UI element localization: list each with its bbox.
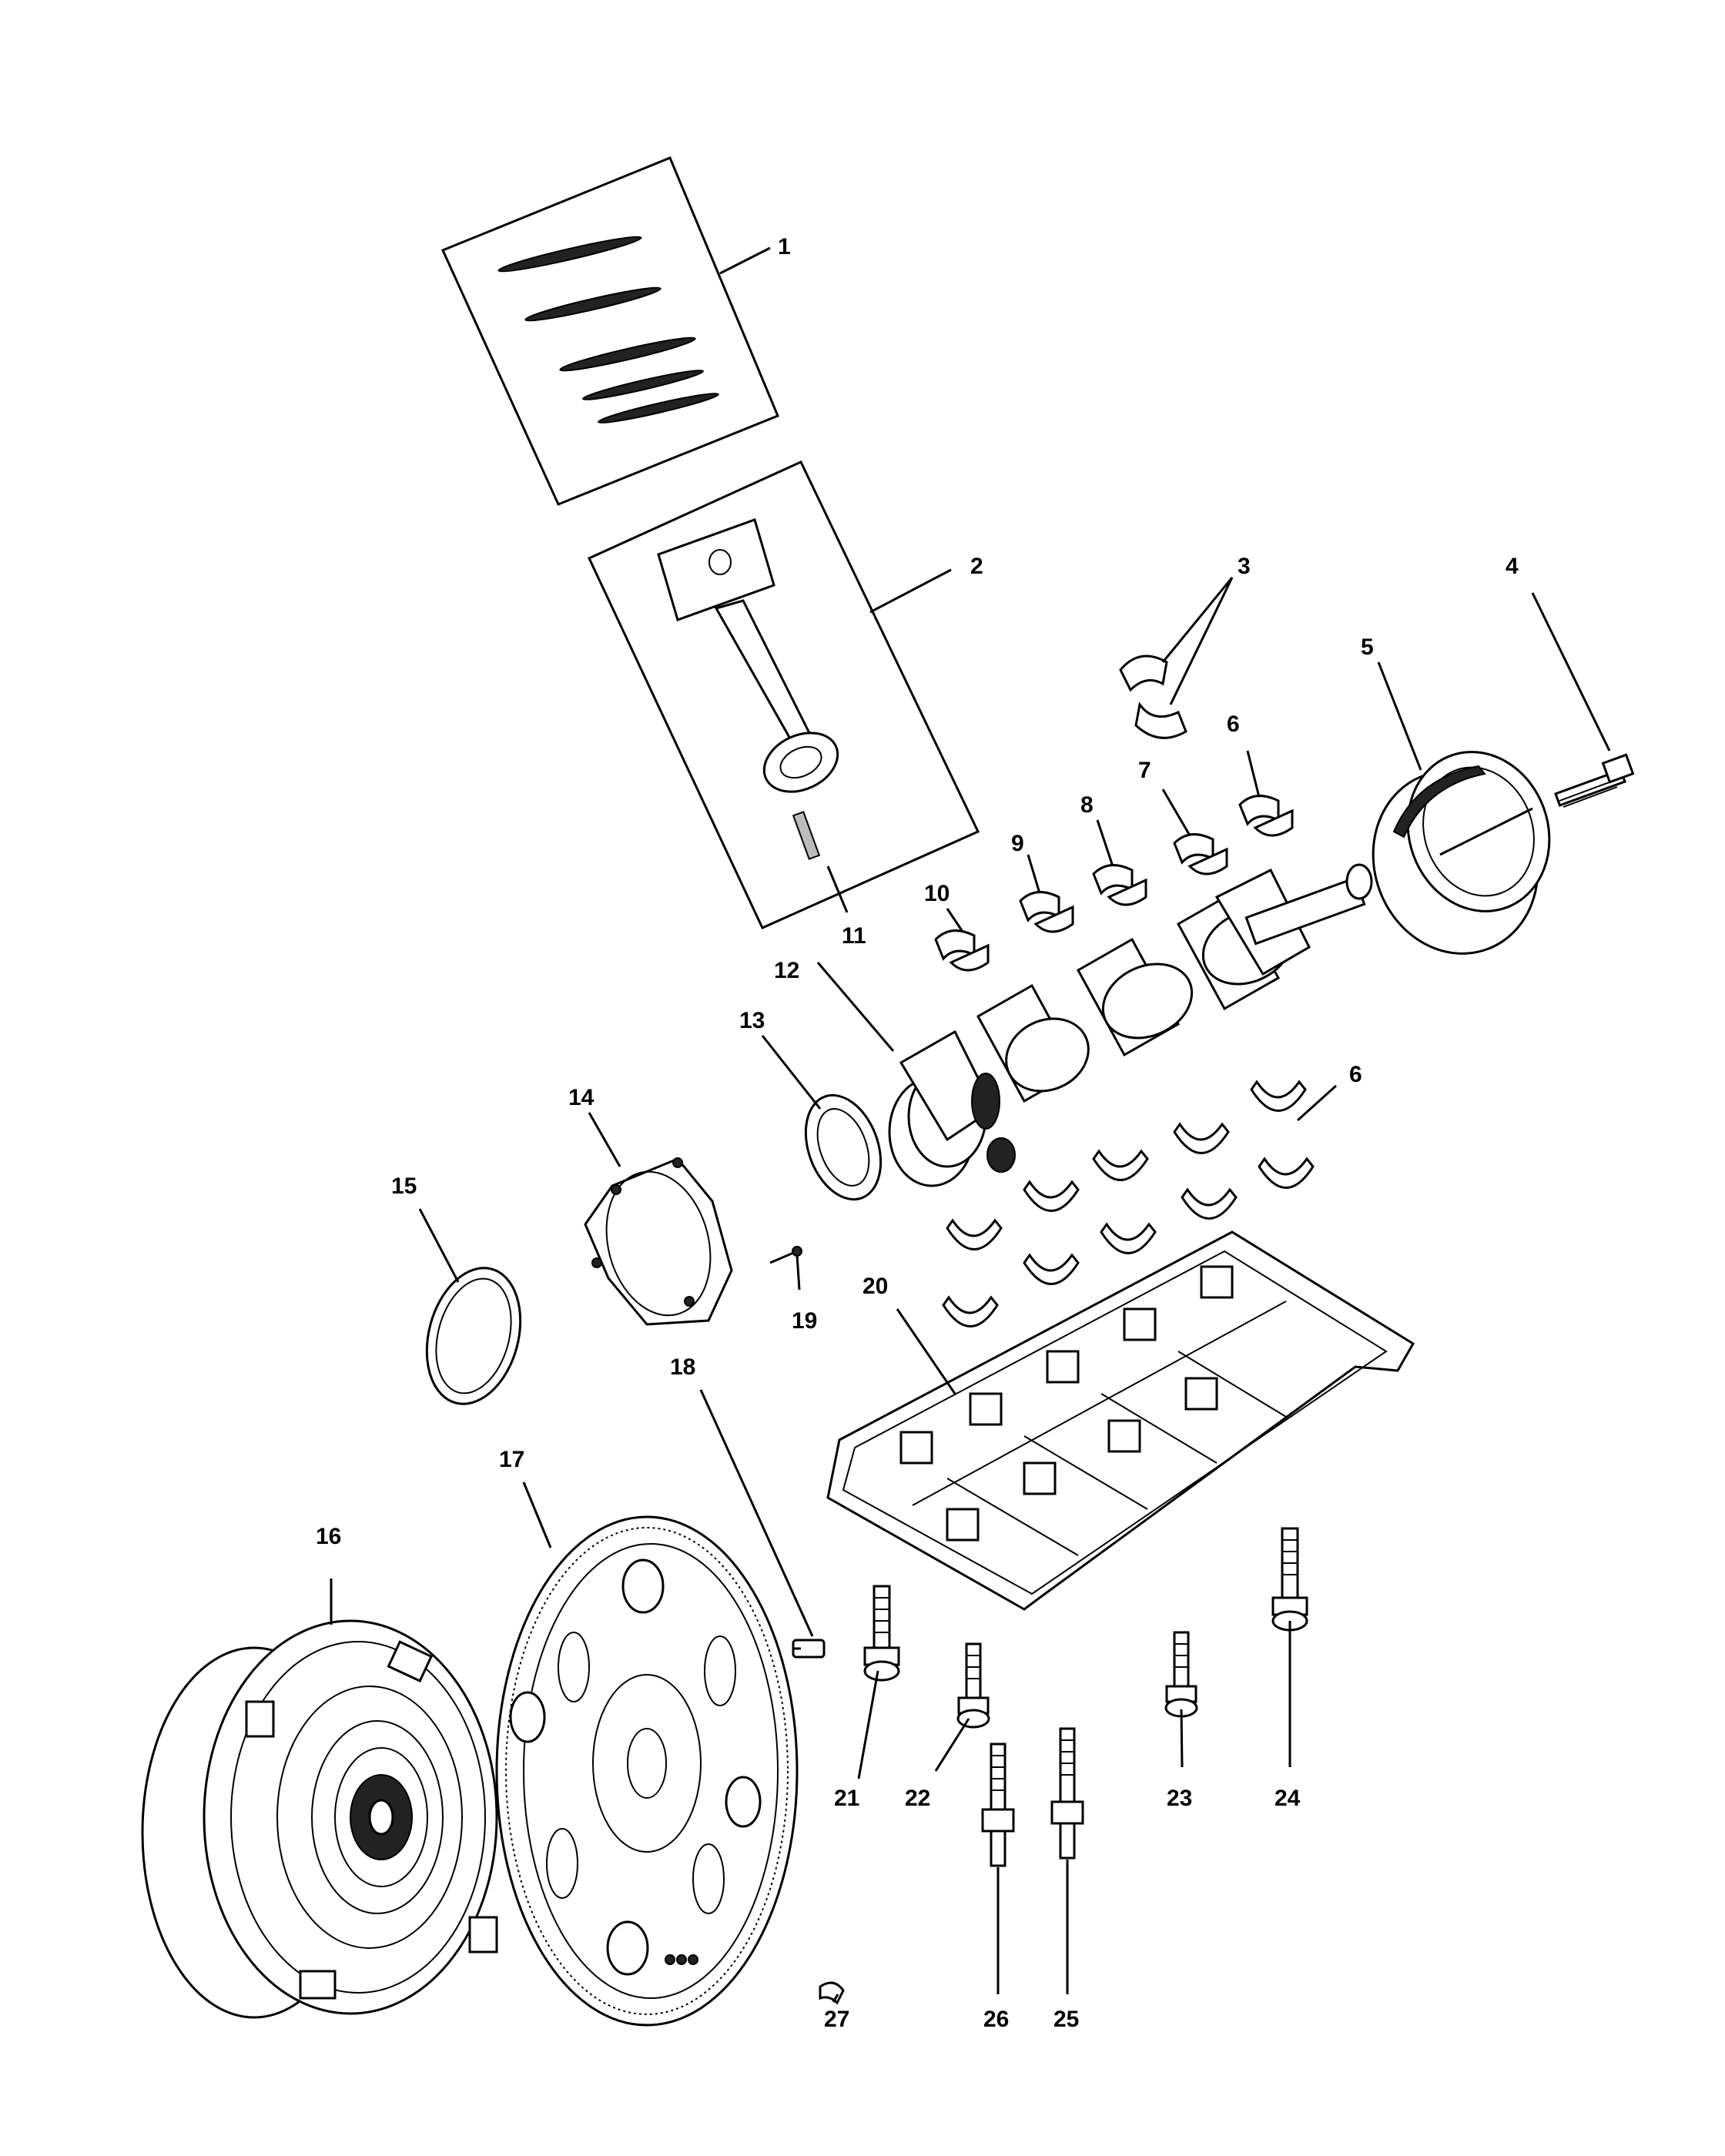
bolt-25	[1050, 1727, 1084, 1860]
screw-19	[769, 1246, 802, 1264]
callout-2: 2	[970, 554, 983, 579]
callout-24: 24	[1274, 1786, 1301, 1811]
callout-26: 26	[983, 2007, 1009, 2032]
leader-lines	[330, 246, 1611, 2003]
callout-5: 5	[1361, 634, 1374, 660]
flex-plate	[495, 1515, 799, 2027]
callout-8: 8	[1080, 792, 1094, 818]
bolt-22	[956, 1642, 990, 1729]
torque-converter	[141, 1619, 498, 2019]
bolt-24	[1271, 1527, 1308, 1632]
callout-10: 10	[924, 881, 950, 906]
crankshaft	[888, 863, 1373, 1187]
piston-connecting-rod	[587, 460, 980, 929]
callout-22: 22	[905, 1786, 930, 1811]
bolt-21	[863, 1585, 900, 1682]
callout-21: 21	[834, 1786, 859, 1811]
callout-7: 7	[1138, 758, 1151, 783]
damper-bolt	[1554, 753, 1635, 808]
callout-11: 11	[842, 923, 866, 949]
callout-6-upper: 6	[1227, 711, 1240, 737]
bedplate	[826, 1230, 1415, 1611]
callout-27: 27	[824, 2007, 849, 2032]
callout-13: 13	[739, 1008, 765, 1033]
callout-4: 4	[1506, 554, 1519, 579]
thrust-bearing	[1119, 654, 1187, 739]
callout-labels: 1 2 3 4 5 6 6 7 8 9 10 11 12 13 14 15 16…	[316, 234, 1519, 2032]
callout-18: 18	[670, 1354, 695, 1380]
bolt-18	[792, 1639, 826, 1659]
callout-3: 3	[1238, 554, 1251, 579]
callout-15: 15	[391, 1173, 417, 1199]
lower-bearing-shells	[942, 1080, 1315, 1327]
clip-27	[819, 1981, 845, 2005]
upper-bearing-shells	[934, 795, 1294, 972]
bolt-23	[1164, 1631, 1198, 1718]
callout-16: 16	[316, 1524, 341, 1549]
vibration-damper	[1372, 751, 1551, 955]
rear-main-seal	[425, 1267, 522, 1405]
callout-14: 14	[568, 1085, 595, 1110]
callout-9: 9	[1011, 831, 1024, 856]
bolt-26	[981, 1743, 1015, 1867]
piston-ring-set	[440, 156, 779, 506]
callout-1: 1	[778, 234, 791, 259]
callout-23: 23	[1167, 1786, 1192, 1811]
callout-25: 25	[1053, 2007, 1079, 2032]
callout-20: 20	[862, 1274, 888, 1299]
seal-retainer	[584, 1157, 733, 1326]
callout-6-lower: 6	[1349, 1062, 1362, 1087]
callout-19: 19	[792, 1308, 817, 1334]
tone-wheel	[804, 1093, 883, 1201]
callout-17: 17	[499, 1447, 524, 1472]
callout-12: 12	[774, 958, 799, 983]
